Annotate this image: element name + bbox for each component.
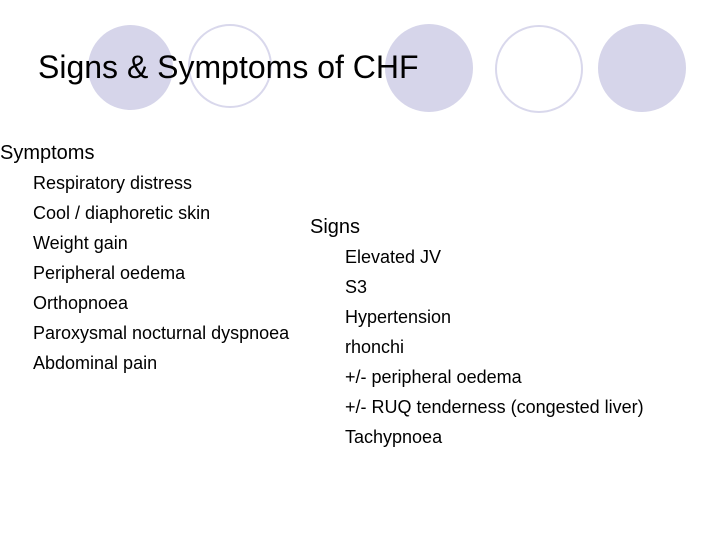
list-item: Orthopnoea (33, 293, 129, 313)
list-item: Respiratory distress (33, 173, 193, 193)
decor-circle-4 (495, 25, 583, 113)
signs-heading: Signs (310, 216, 361, 238)
list-item: rhonchi (345, 337, 405, 357)
list-item: +/- peripheral oedema (345, 367, 522, 387)
list-item: Paroxysmal nocturnal dyspnoea (33, 323, 290, 343)
page-title: Signs & Symptoms of CHF (38, 49, 419, 85)
list-item: Peripheral oedema (33, 263, 186, 283)
list-item: Cool / diaphoretic skin (33, 203, 211, 223)
symptoms-heading: Symptoms (0, 142, 95, 164)
list-item: +/- RUQ tenderness (congested liver) (345, 397, 644, 417)
list-item: S3 (345, 277, 368, 297)
list-item: Weight gain (33, 233, 128, 253)
list-item: Tachypnoea (345, 427, 443, 447)
decor-circle-5 (598, 24, 686, 112)
list-item: Hypertension (345, 307, 452, 327)
list-item: Elevated JV (345, 247, 442, 267)
list-item: Abdominal pain (33, 353, 158, 373)
